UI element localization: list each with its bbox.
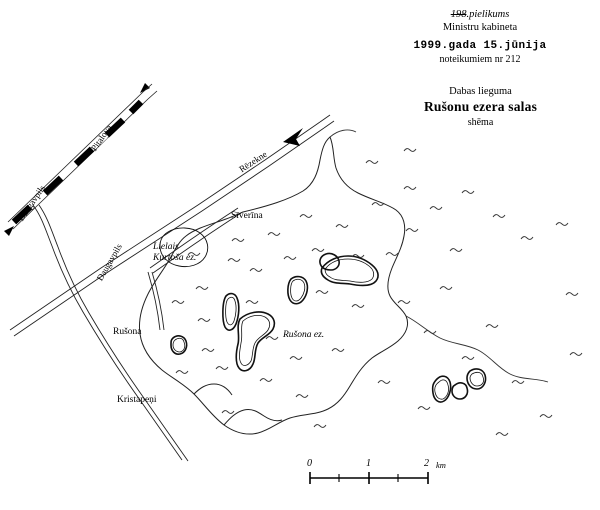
annex-word: .pielikums [466,9,510,20]
scalebar-mid: 1 [366,458,371,469]
regulation-date: 1999.gada 15.jūnija [413,40,547,53]
road-network [9,114,335,462]
label-village-siverina: Sīverīna [231,211,263,221]
regulation-number: noteikumiem nr 212 [439,54,521,65]
scalebar-end: 2 [424,458,429,469]
page-title: Rušonu ezera salas [423,99,538,115]
label-village-rusona: Rušona [113,327,142,337]
annex-line: 198.pielikums [370,8,590,21]
scalebar: 0 1 2 km [305,458,446,471]
label-village-kristapeni: Kristapeņi [117,395,157,405]
document-title-block: Dabas lieguma Rušonu ezera salas shēma [378,85,583,130]
label-lake-rusona: Rušona ez. [283,330,325,340]
authority-line: Ministru kabineta [442,22,518,34]
scalebar-start: 0 [307,458,312,469]
road-direction-arrow [283,128,303,146]
title-subtitle: Dabas lieguma [449,86,512,97]
scalebar-unit: km [436,460,446,470]
water-wave-marks [171,148,583,436]
label-lake-lielais-kurtosa: Lielais Kurtoša ez. [153,242,197,263]
title-kind: shēma [467,117,494,128]
eastern-water-edges [329,129,549,383]
scalebar-numbers: 0 1 2 km [305,458,446,471]
annex-number: 198 [450,9,467,20]
lake-rusona-shoreline [139,136,409,435]
railway-line [4,83,158,236]
islands [159,227,487,403]
scalebar-graphic [309,472,429,484]
document-header: 198.pielikums Ministru kabineta 1999.gad… [370,8,590,67]
